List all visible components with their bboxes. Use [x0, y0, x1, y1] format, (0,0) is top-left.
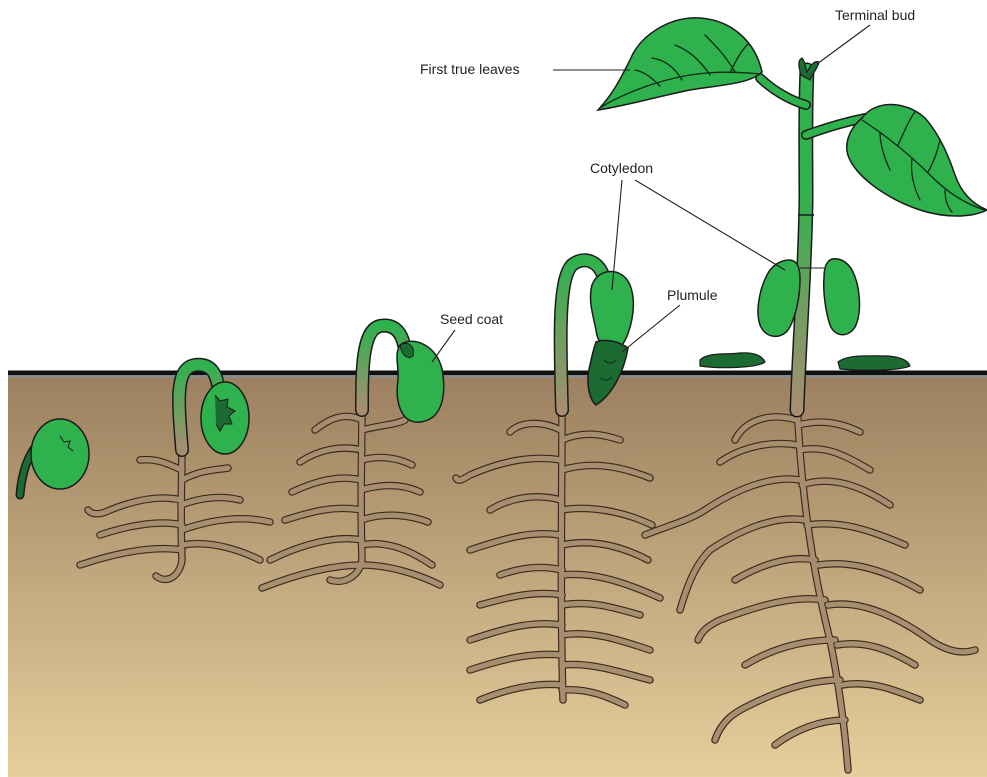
leader-line	[432, 330, 455, 362]
label-terminal-bud: Terminal bud	[835, 7, 915, 23]
annotation-first-true-leaves: First true leaves	[420, 61, 630, 77]
annotation-cotyledon: Cotyledon	[590, 160, 785, 290]
label-cotyledon: Cotyledon	[590, 160, 653, 176]
leader-line	[817, 25, 870, 64]
seed-coat-remnant	[838, 356, 910, 370]
seed	[31, 419, 89, 489]
annotation-terminal-bud: Terminal bud	[817, 7, 915, 64]
first-true-leaf-right	[847, 105, 987, 217]
cotyledon-right	[824, 259, 860, 335]
annotation-seed-coat: Seed coat	[432, 311, 503, 362]
label-first-true-leaves: First true leaves	[420, 61, 520, 77]
label-seed-coat: Seed coat	[440, 311, 503, 327]
annotation-plumule: Plumule	[622, 287, 718, 352]
cotyledon-closed	[591, 271, 634, 348]
leader-line	[635, 180, 785, 270]
label-plumule: Plumule	[667, 287, 718, 303]
seed-coat-remnant	[700, 353, 765, 368]
